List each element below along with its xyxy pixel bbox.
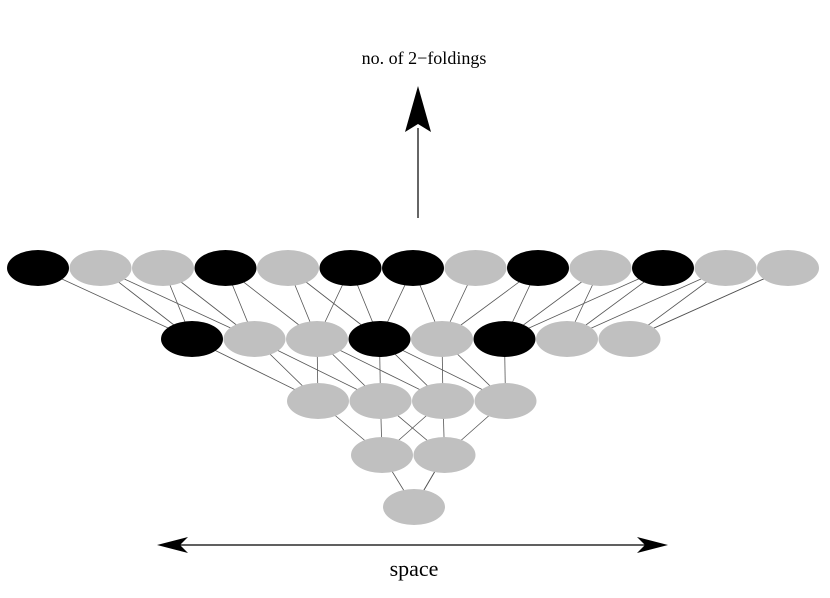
filled-node [507, 250, 569, 286]
empty-node [694, 250, 757, 286]
empty-node [412, 383, 474, 419]
filled-node [319, 250, 382, 286]
empty-node [287, 383, 349, 419]
empty-node [257, 250, 319, 286]
vertical-axis-arrow [405, 86, 431, 218]
filled-node [473, 321, 536, 357]
empty-node [69, 250, 132, 286]
empty-node [474, 383, 537, 419]
empty-node [413, 437, 476, 473]
empty-node [223, 321, 286, 357]
filled-node [382, 250, 444, 286]
connection-lines [37, 267, 789, 508]
empty-node [411, 321, 473, 357]
filled-node [194, 250, 257, 286]
edge-line [629, 267, 789, 340]
edge-line [37, 267, 193, 340]
empty-node [286, 321, 348, 357]
edge-line [566, 267, 726, 340]
horizontal-axis-label: space [390, 556, 439, 581]
empty-node [349, 383, 412, 419]
node-grid [7, 250, 819, 525]
vertical-axis-label: no. of 2−foldings [362, 48, 487, 68]
filled-node [7, 250, 69, 286]
empty-node [569, 250, 632, 286]
empty-node [383, 489, 445, 525]
empty-node [351, 437, 413, 473]
empty-node [444, 250, 507, 286]
empty-node [757, 250, 819, 286]
empty-node [598, 321, 661, 357]
filled-node [161, 321, 223, 357]
empty-node [536, 321, 598, 357]
filled-node [348, 321, 411, 357]
empty-node [132, 250, 194, 286]
horizontal-axis-arrow [157, 537, 668, 553]
filled-node [632, 250, 694, 286]
edge-line [100, 267, 255, 340]
